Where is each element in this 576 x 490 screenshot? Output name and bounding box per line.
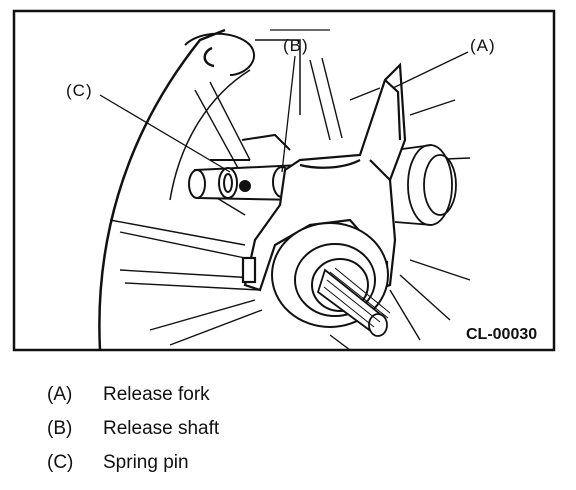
callout-b: (B) — [283, 36, 309, 55]
callout-a: (A) — [470, 36, 496, 55]
legend-key: (C) — [47, 452, 74, 473]
leader-lines — [99, 51, 469, 173]
figure-code: CL-00030 — [466, 326, 538, 343]
legend-key: (B) — [47, 418, 73, 439]
legend-label: Spring pin — [103, 452, 189, 473]
legend-label: Release shaft — [103, 418, 220, 439]
legend-item-release-shaft: (B) Release shaft — [47, 412, 219, 446]
bearing-boss — [394, 144, 457, 226]
spring-pin-detail — [210, 159, 251, 199]
callout-c: (C) — [66, 81, 93, 100]
legend-label: Release fork — [103, 384, 210, 405]
housing-inner-curve — [169, 69, 251, 201]
legend-item-spring-pin: (C) Spring pin — [47, 446, 219, 480]
figure-frame — [12, 9, 556, 352]
input-shaft — [316, 267, 391, 337]
housing-lug-hole — [203, 46, 215, 68]
housing-outline — [98, 28, 226, 351]
legend-key: (A) — [47, 384, 73, 405]
housing-lug — [184, 32, 256, 76]
legend: (A) Release fork (B) Release shaft (C) S… — [47, 378, 219, 480]
legend-item-release-fork: (A) Release fork — [47, 378, 219, 412]
